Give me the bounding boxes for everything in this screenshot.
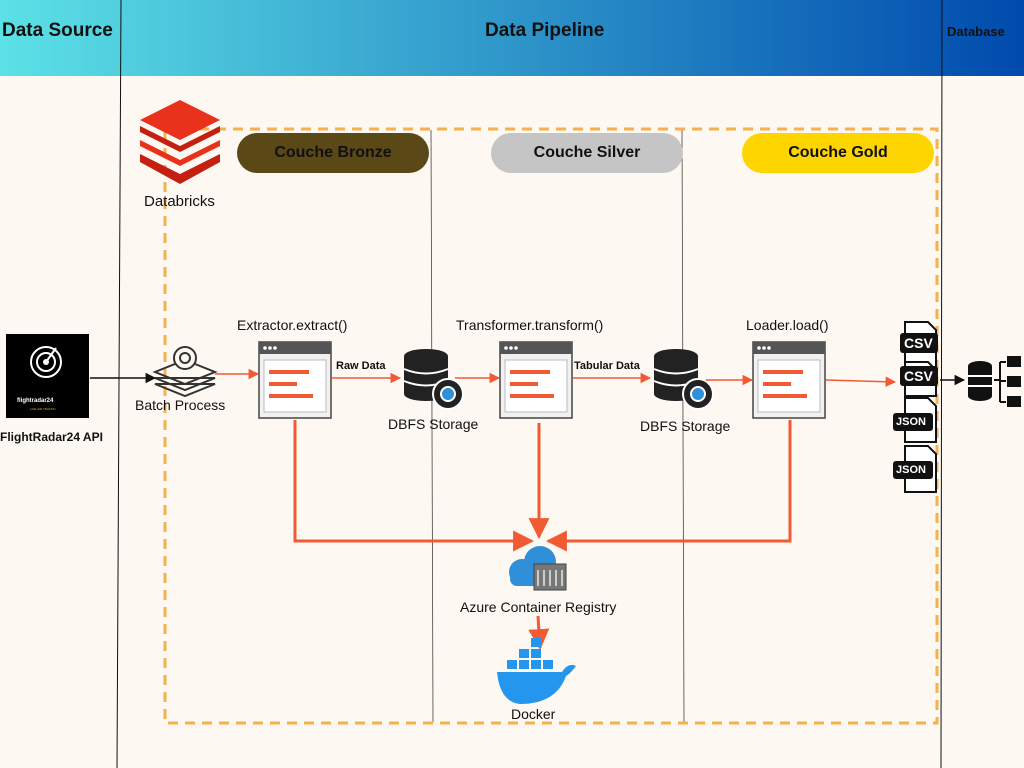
arrow-loader-registry <box>545 420 792 552</box>
separator-source <box>116 0 122 768</box>
json-label-1: JSON <box>896 416 926 428</box>
layer-silver-pill: Couche Silver <box>491 133 683 173</box>
header-data-pipeline: Data Pipeline <box>485 20 605 41</box>
separator-silver-gold <box>681 129 685 723</box>
edge-label-raw-data: Raw Data <box>336 360 386 372</box>
json-file-icon-1 <box>893 397 937 443</box>
separator-bronze-silver <box>430 129 434 723</box>
docker-whale-icon <box>497 638 576 704</box>
batch-process-icon <box>152 346 218 398</box>
header-band <box>0 0 1024 76</box>
loader-label: Loader.load() <box>746 317 829 333</box>
transformer-window-icon <box>499 341 573 419</box>
dbfs-storage-label-1: DBFS Storage <box>388 416 479 432</box>
databricks-icon <box>140 100 220 184</box>
header-database: Database <box>947 24 1005 39</box>
dbfs-storage-icon-2 <box>653 348 714 410</box>
database-icon <box>968 356 1021 407</box>
flightradar24-logo-subtext: LIVE AIR TRAFFIC <box>30 407 56 411</box>
separator-database <box>940 0 943 768</box>
json-label-2: JSON <box>896 464 926 476</box>
edge-label-tabular-data: Tabular Data <box>574 360 640 372</box>
dbfs-storage-icon-1 <box>403 348 464 410</box>
pipeline-boundary <box>163 127 939 725</box>
extractor-label: Extractor.extract() <box>237 317 348 333</box>
docker-label: Docker <box>511 706 556 722</box>
layer-bronze-pill: Couche Bronze <box>237 133 429 173</box>
flightradar24-api-label: FlightRadar24 API <box>0 430 103 444</box>
batch-process-label: Batch Process <box>135 397 226 413</box>
databricks-label: Databricks <box>144 193 215 210</box>
csv-file-icon-2 <box>900 361 938 397</box>
flightradar24-logo <box>6 334 89 418</box>
loader-window-icon <box>752 341 826 419</box>
flightradar24-logo-text: flightradar24 <box>17 398 54 404</box>
extractor-window-icon <box>258 341 332 419</box>
csv-label-1: CSV <box>904 335 933 351</box>
json-file-icon-2 <box>893 445 937 493</box>
arrow-extractor-registry <box>293 420 535 552</box>
transformer-label: Transformer.transform() <box>456 317 604 333</box>
arrow-loader-files <box>825 376 897 387</box>
dbfs-storage-label-2: DBFS Storage <box>640 418 731 434</box>
csv-file-icon-1 <box>900 321 938 369</box>
azure-container-registry-label: Azure Container Registry <box>460 599 617 615</box>
layer-gold-pill: Couche Gold <box>742 133 934 173</box>
azure-container-registry-icon <box>509 546 567 591</box>
csv-label-2: CSV <box>904 368 933 384</box>
header-data-source: Data Source <box>2 20 113 41</box>
